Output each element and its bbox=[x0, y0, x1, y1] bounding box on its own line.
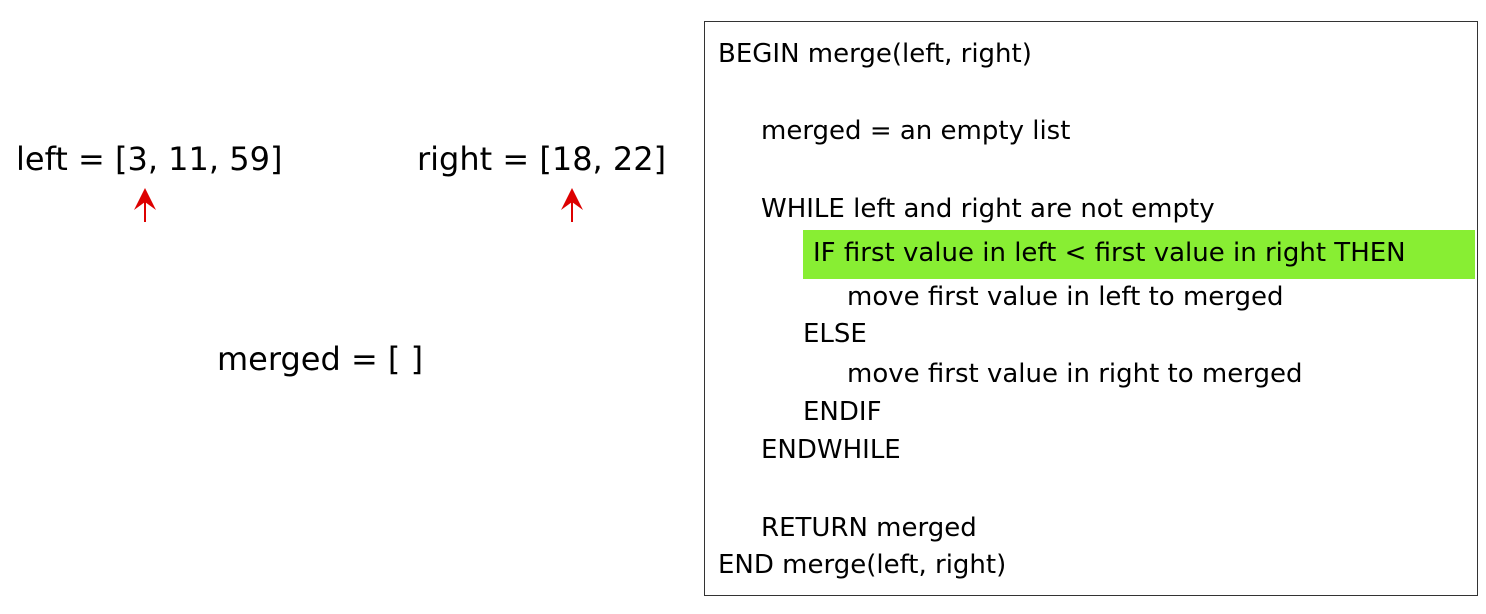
right-pointer-arrow-icon bbox=[561, 188, 583, 222]
code-line-else: ELSE bbox=[803, 319, 867, 349]
code-line-if: IF first value in left < first value in … bbox=[813, 238, 1406, 268]
left-array-expression: left = [3, 11, 59] bbox=[16, 140, 283, 178]
code-line-endif: ENDIF bbox=[803, 397, 882, 427]
code-line-begin: BEGIN merge(left, right) bbox=[718, 39, 1032, 69]
pseudocode-panel: BEGIN merge(left, right) merged = an emp… bbox=[704, 21, 1478, 596]
code-line-return: RETURN merged bbox=[761, 513, 977, 543]
code-line-move-right: move first value in right to merged bbox=[847, 359, 1303, 389]
right-array-expression: right = [18, 22] bbox=[417, 140, 667, 178]
code-line-endwhile: ENDWHILE bbox=[761, 435, 901, 465]
code-line-init-merged: merged = an empty list bbox=[761, 116, 1071, 146]
code-line-while: WHILE left and right are not empty bbox=[761, 194, 1215, 224]
code-line-move-left: move first value in left to merged bbox=[847, 282, 1284, 312]
current-line-highlight bbox=[803, 230, 1475, 279]
merged-array-expression: merged = [ ] bbox=[217, 340, 424, 378]
code-line-end: END merge(left, right) bbox=[718, 550, 1007, 580]
left-pointer-arrow-icon bbox=[134, 188, 156, 222]
